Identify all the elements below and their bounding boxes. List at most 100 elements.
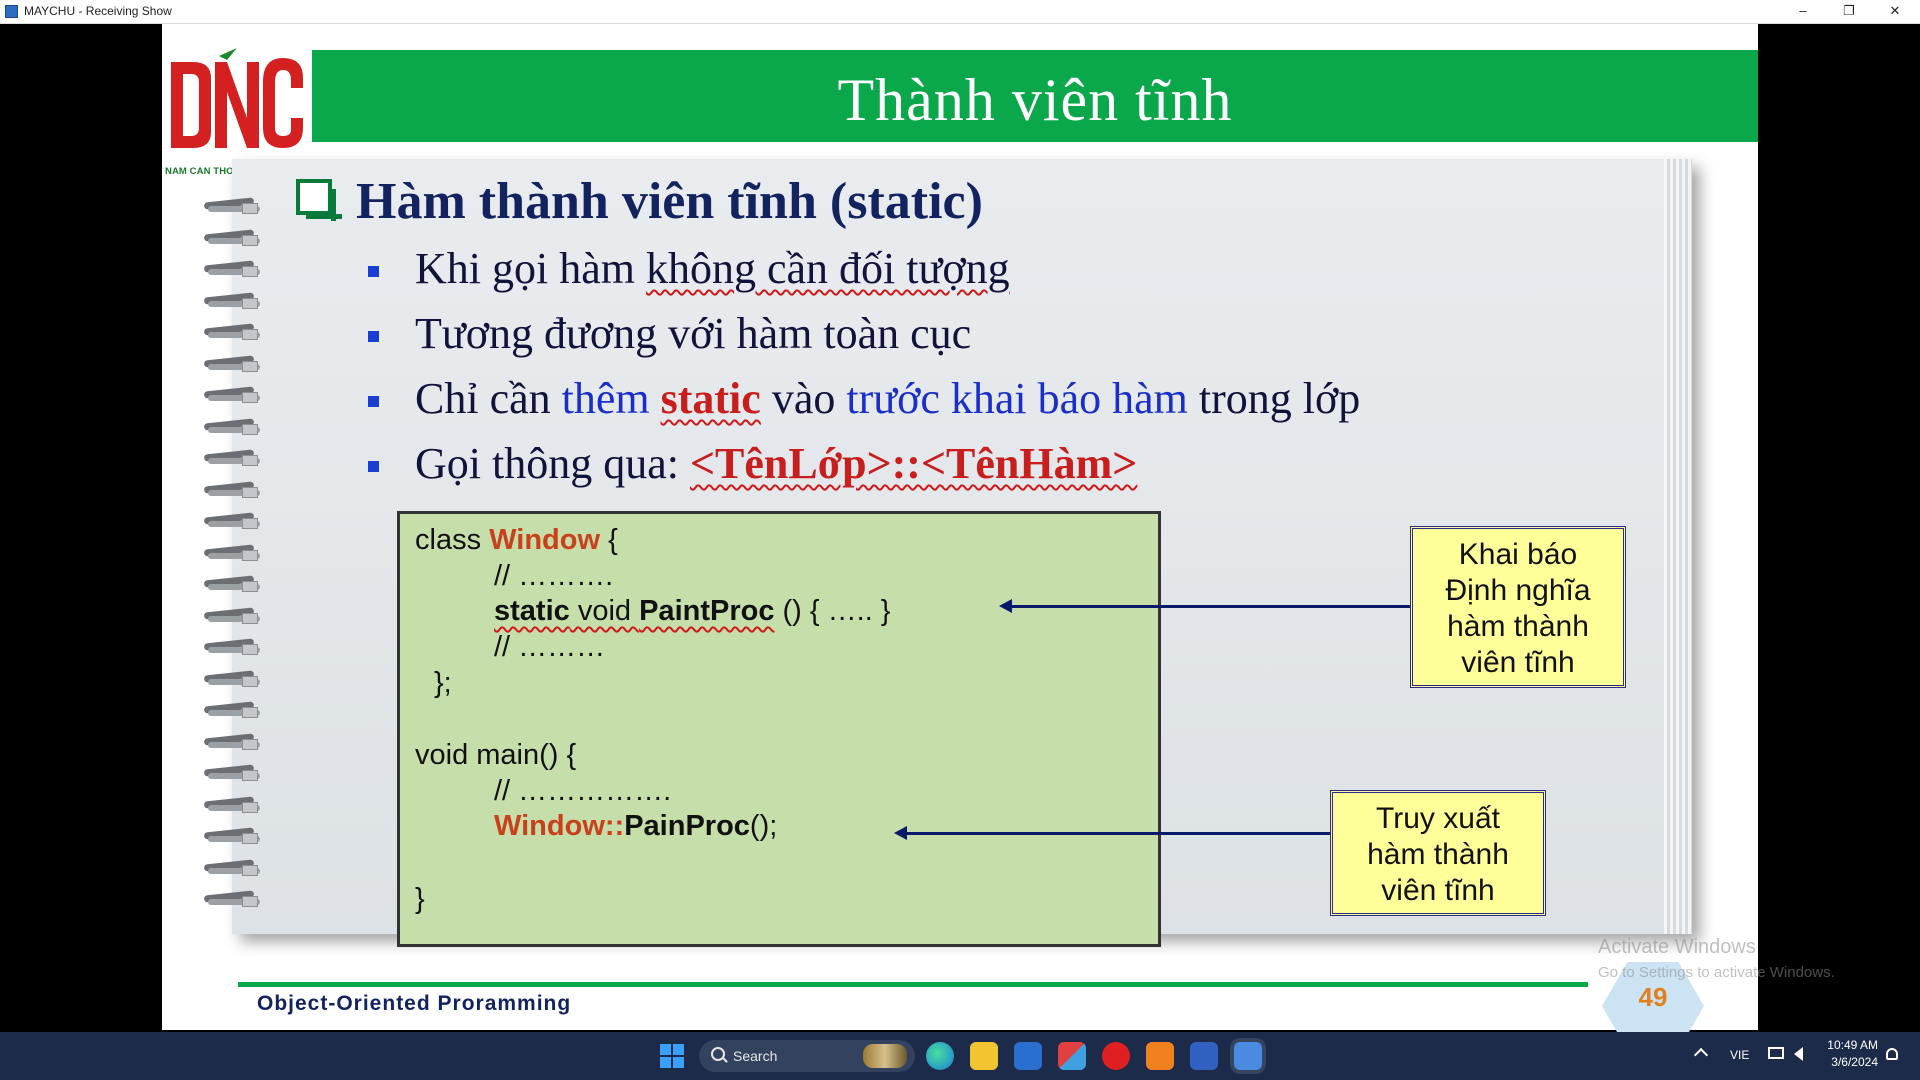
bullet-4: Gọi thông qua: <TênLớp>::<TênHàm> (415, 438, 1137, 489)
callout-1-line-2: Định nghĩa (1445, 574, 1591, 607)
file-explorer-icon[interactable] (970, 1042, 998, 1070)
clock[interactable]: 10:49 AM 3/6/2024 (1826, 1038, 1878, 1069)
spiral-ring-icon (203, 291, 266, 309)
notification-bell-icon[interactable] (1886, 1048, 1898, 1060)
callout-2-line-1: Truy xuất (1376, 802, 1500, 835)
dev-cpp-icon[interactable] (1190, 1042, 1218, 1070)
spiral-ring-icon (203, 638, 266, 655)
code-keyword-class: class (415, 524, 490, 556)
callout-access: Truy xuất hàm thành viên tĩnh (1330, 790, 1546, 916)
code-function-body: () { ….. } (774, 595, 891, 627)
checkbox-bullet-icon (296, 179, 342, 221)
callout-1-line-4: viên tĩnh (1461, 646, 1575, 679)
university-name: NAM CAN THO UNIVERSITY (165, 166, 295, 177)
bullet-3-keyword: static (660, 374, 761, 423)
window-title-bar: MAYCHU - Receiving Show – ❐ ✕ (0, 0, 1920, 24)
tray-overflow-chevron-icon[interactable] (1693, 1047, 1709, 1063)
opera-icon[interactable] (1102, 1042, 1130, 1070)
network-icon[interactable] (1768, 1047, 1784, 1059)
code-class-name: Window (489, 524, 601, 556)
spiral-ring-icon (203, 354, 266, 372)
bullet-3-text-d: trước khai báo hàm (846, 374, 1188, 423)
spiral-ring-icon (203, 197, 266, 214)
page-number: 49 (1638, 982, 1668, 1012)
activate-windows-title: Activate Windows (1598, 936, 1756, 958)
minimize-button[interactable]: – (1799, 3, 1807, 18)
close-button[interactable]: ✕ (1889, 3, 1901, 18)
code-scope-class: Window:: (494, 810, 625, 842)
code-line-9: } (415, 883, 425, 915)
spiral-ring-icon (203, 543, 266, 561)
store-icon[interactable] (1014, 1042, 1042, 1070)
spiral-ring-icon (203, 669, 266, 687)
clock-time: 10:49 AM (1827, 1038, 1878, 1052)
code-line-2: // ………. (494, 560, 614, 592)
app-orange-icon[interactable] (1146, 1042, 1174, 1070)
search-placeholder: Search (733, 1048, 778, 1064)
taskbar: Search VIE 10:49 AM 3/6/2024 (0, 1032, 1920, 1080)
square-bullet-icon (368, 331, 379, 342)
bullet-1: Khi gọi hàm không cần đối tượng (415, 243, 1010, 294)
code-line-5: }; (434, 667, 452, 699)
volume-icon[interactable] (1794, 1047, 1803, 1061)
spiral-ring-icon (203, 417, 266, 435)
code-brace: { (600, 524, 618, 556)
edge-icon[interactable] (926, 1042, 954, 1070)
spiral-ring-icon (203, 701, 266, 718)
arrow-head-icon (999, 599, 1012, 613)
square-bullet-icon (368, 461, 379, 472)
spiral-ring-icon (203, 575, 266, 592)
bullet-4-syntax: <TênLớp>::<TênHàm> (689, 439, 1138, 488)
active-app-icon[interactable] (1234, 1042, 1262, 1070)
code-box: class Window { // ………. static void Paint… (397, 511, 1161, 947)
code-function-name: PaintProc (639, 595, 775, 627)
spiral-ring-icon (203, 827, 266, 844)
bullet-1-text: Khi gọi hàm (415, 244, 646, 293)
callout-1-line-3: hàm thành (1447, 610, 1589, 643)
footer-divider (238, 982, 1588, 987)
callout-declaration: Khai báo Định nghĩa hàm thành viên tĩnh (1410, 526, 1626, 688)
spiral-ring-icon (203, 858, 266, 876)
search-icon (711, 1047, 725, 1061)
callout-2-line-2: hàm thành (1367, 838, 1509, 871)
window-title: MAYCHU - Receiving Show (24, 4, 172, 18)
arrow-to-access (894, 826, 1330, 840)
spiral-ring-icon (203, 890, 266, 907)
spiral-ring-icon (203, 260, 266, 277)
microsoft-store-icon[interactable] (1058, 1042, 1086, 1070)
section-heading: Hàm thành viên tĩnh (static) (356, 173, 983, 230)
square-bullet-icon (368, 396, 379, 407)
bullet-3-text-e: trong lớp (1187, 374, 1361, 423)
code-line-4: // ……… (494, 631, 606, 663)
spiral-ring-icon (203, 606, 266, 624)
square-bullet-icon (368, 266, 379, 277)
university-logo: NAM CAN THO UNIVERSITY (165, 48, 308, 178)
spiral-ring-icon (203, 480, 266, 498)
bullet-3: Chỉ cần thêm static vào trước khai báo h… (415, 373, 1360, 424)
slide-title: Thành viên tĩnh (837, 67, 1233, 133)
language-indicator[interactable]: VIE (1730, 1048, 1750, 1062)
bullet-1-emphasis: không cần đối tượng (645, 244, 1010, 293)
spiral-ring-icon (203, 764, 266, 781)
code-call-name: PainProc (624, 810, 750, 842)
title-band: Thành viên tĩnh (312, 50, 1758, 142)
activate-windows-hint: Go to Settings to activate Windows. (1598, 964, 1835, 981)
restore-button[interactable]: ❐ (1843, 3, 1855, 18)
clock-date: 3/6/2024 (1831, 1055, 1878, 1069)
spiral-ring-icon (203, 512, 266, 529)
code-line-8: Window::PainProc(); (494, 810, 777, 843)
code-call-parens: (); (749, 810, 778, 842)
bullet-3-text-b: thêm (561, 374, 661, 423)
code-line-7: // ……………. (494, 775, 672, 807)
code-line-6: void main() { (415, 739, 577, 771)
bullet-4-text: Gọi thông qua: (415, 439, 690, 488)
app-icon (5, 5, 18, 18)
windows-start-icon[interactable] (660, 1044, 684, 1068)
code-line-3: static void PaintProc () { ….. } (494, 595, 891, 628)
spiral-ring-icon (203, 228, 266, 246)
spiral-ring-icon (203, 449, 266, 466)
search-box[interactable]: Search (699, 1040, 915, 1072)
callout-2-line-3: viên tĩnh (1381, 874, 1495, 907)
spiral-ring-icon (203, 732, 266, 750)
arrow-to-declaration (999, 599, 1410, 613)
